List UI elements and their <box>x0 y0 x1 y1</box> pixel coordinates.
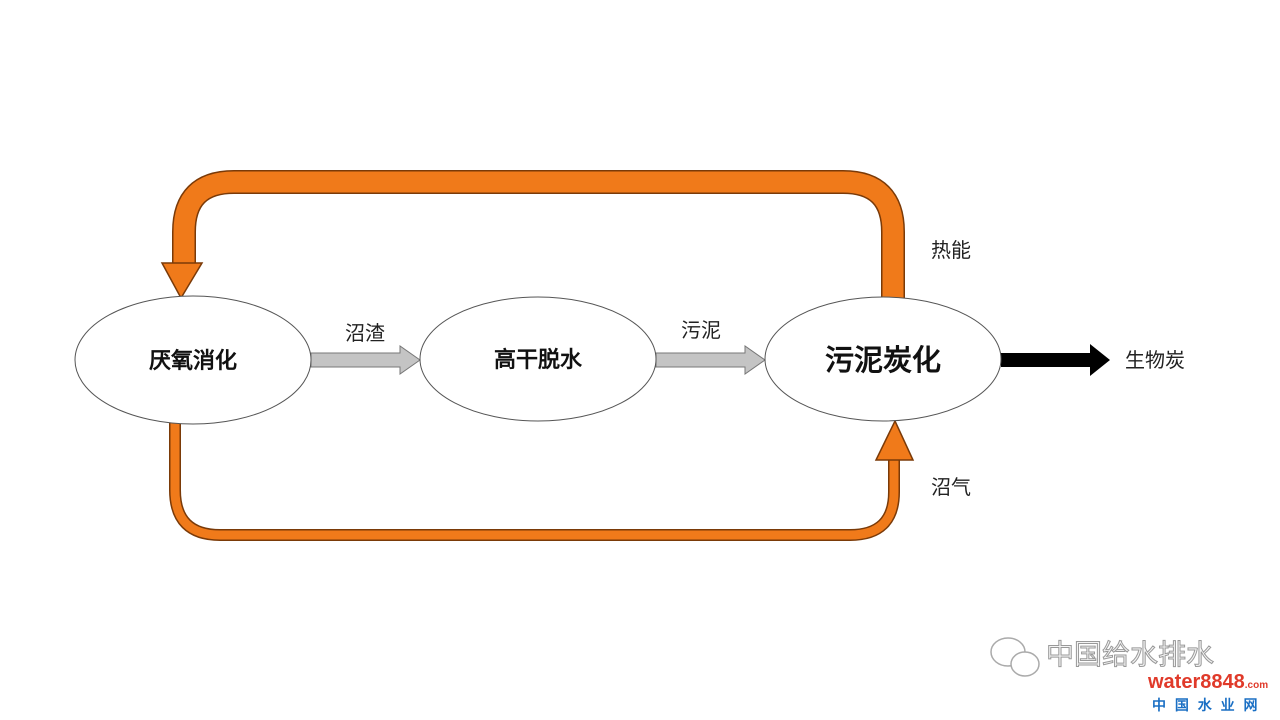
sludge-arrow <box>655 345 766 375</box>
edge-label-biochar: 生物炭 <box>1125 348 1185 372</box>
biochar-arrow <box>1001 344 1110 376</box>
watermark-wechat-name: 中国给水排水 <box>1045 638 1215 671</box>
brand-text: water8848 <box>1148 671 1245 693</box>
wechat-icon <box>990 637 1040 677</box>
node-dewatering <box>419 296 657 422</box>
heat-loop-arrow <box>160 170 905 300</box>
node-carbonization <box>764 296 1002 422</box>
node-label: 高干脱水 <box>494 347 583 373</box>
biogas-loop-arrow <box>169 419 915 541</box>
edge-label-heat: 热能 <box>931 238 971 262</box>
edge-label-biogas: 沼气 <box>931 475 971 499</box>
brand-suffix: .com <box>1244 680 1269 691</box>
digestate-arrow <box>310 345 421 375</box>
watermark-brand: water8848.com <box>1148 671 1268 697</box>
edge-label-digestate: 沼渣 <box>345 321 385 345</box>
watermark-brand-cn: 中 国 水 业 网 <box>1152 698 1260 714</box>
node-label: 污泥炭化 <box>825 343 941 377</box>
node-anaerobic-digestion <box>74 295 312 425</box>
node-label: 厌氧消化 <box>149 348 237 374</box>
edge-label-sludge: 污泥 <box>681 318 721 342</box>
